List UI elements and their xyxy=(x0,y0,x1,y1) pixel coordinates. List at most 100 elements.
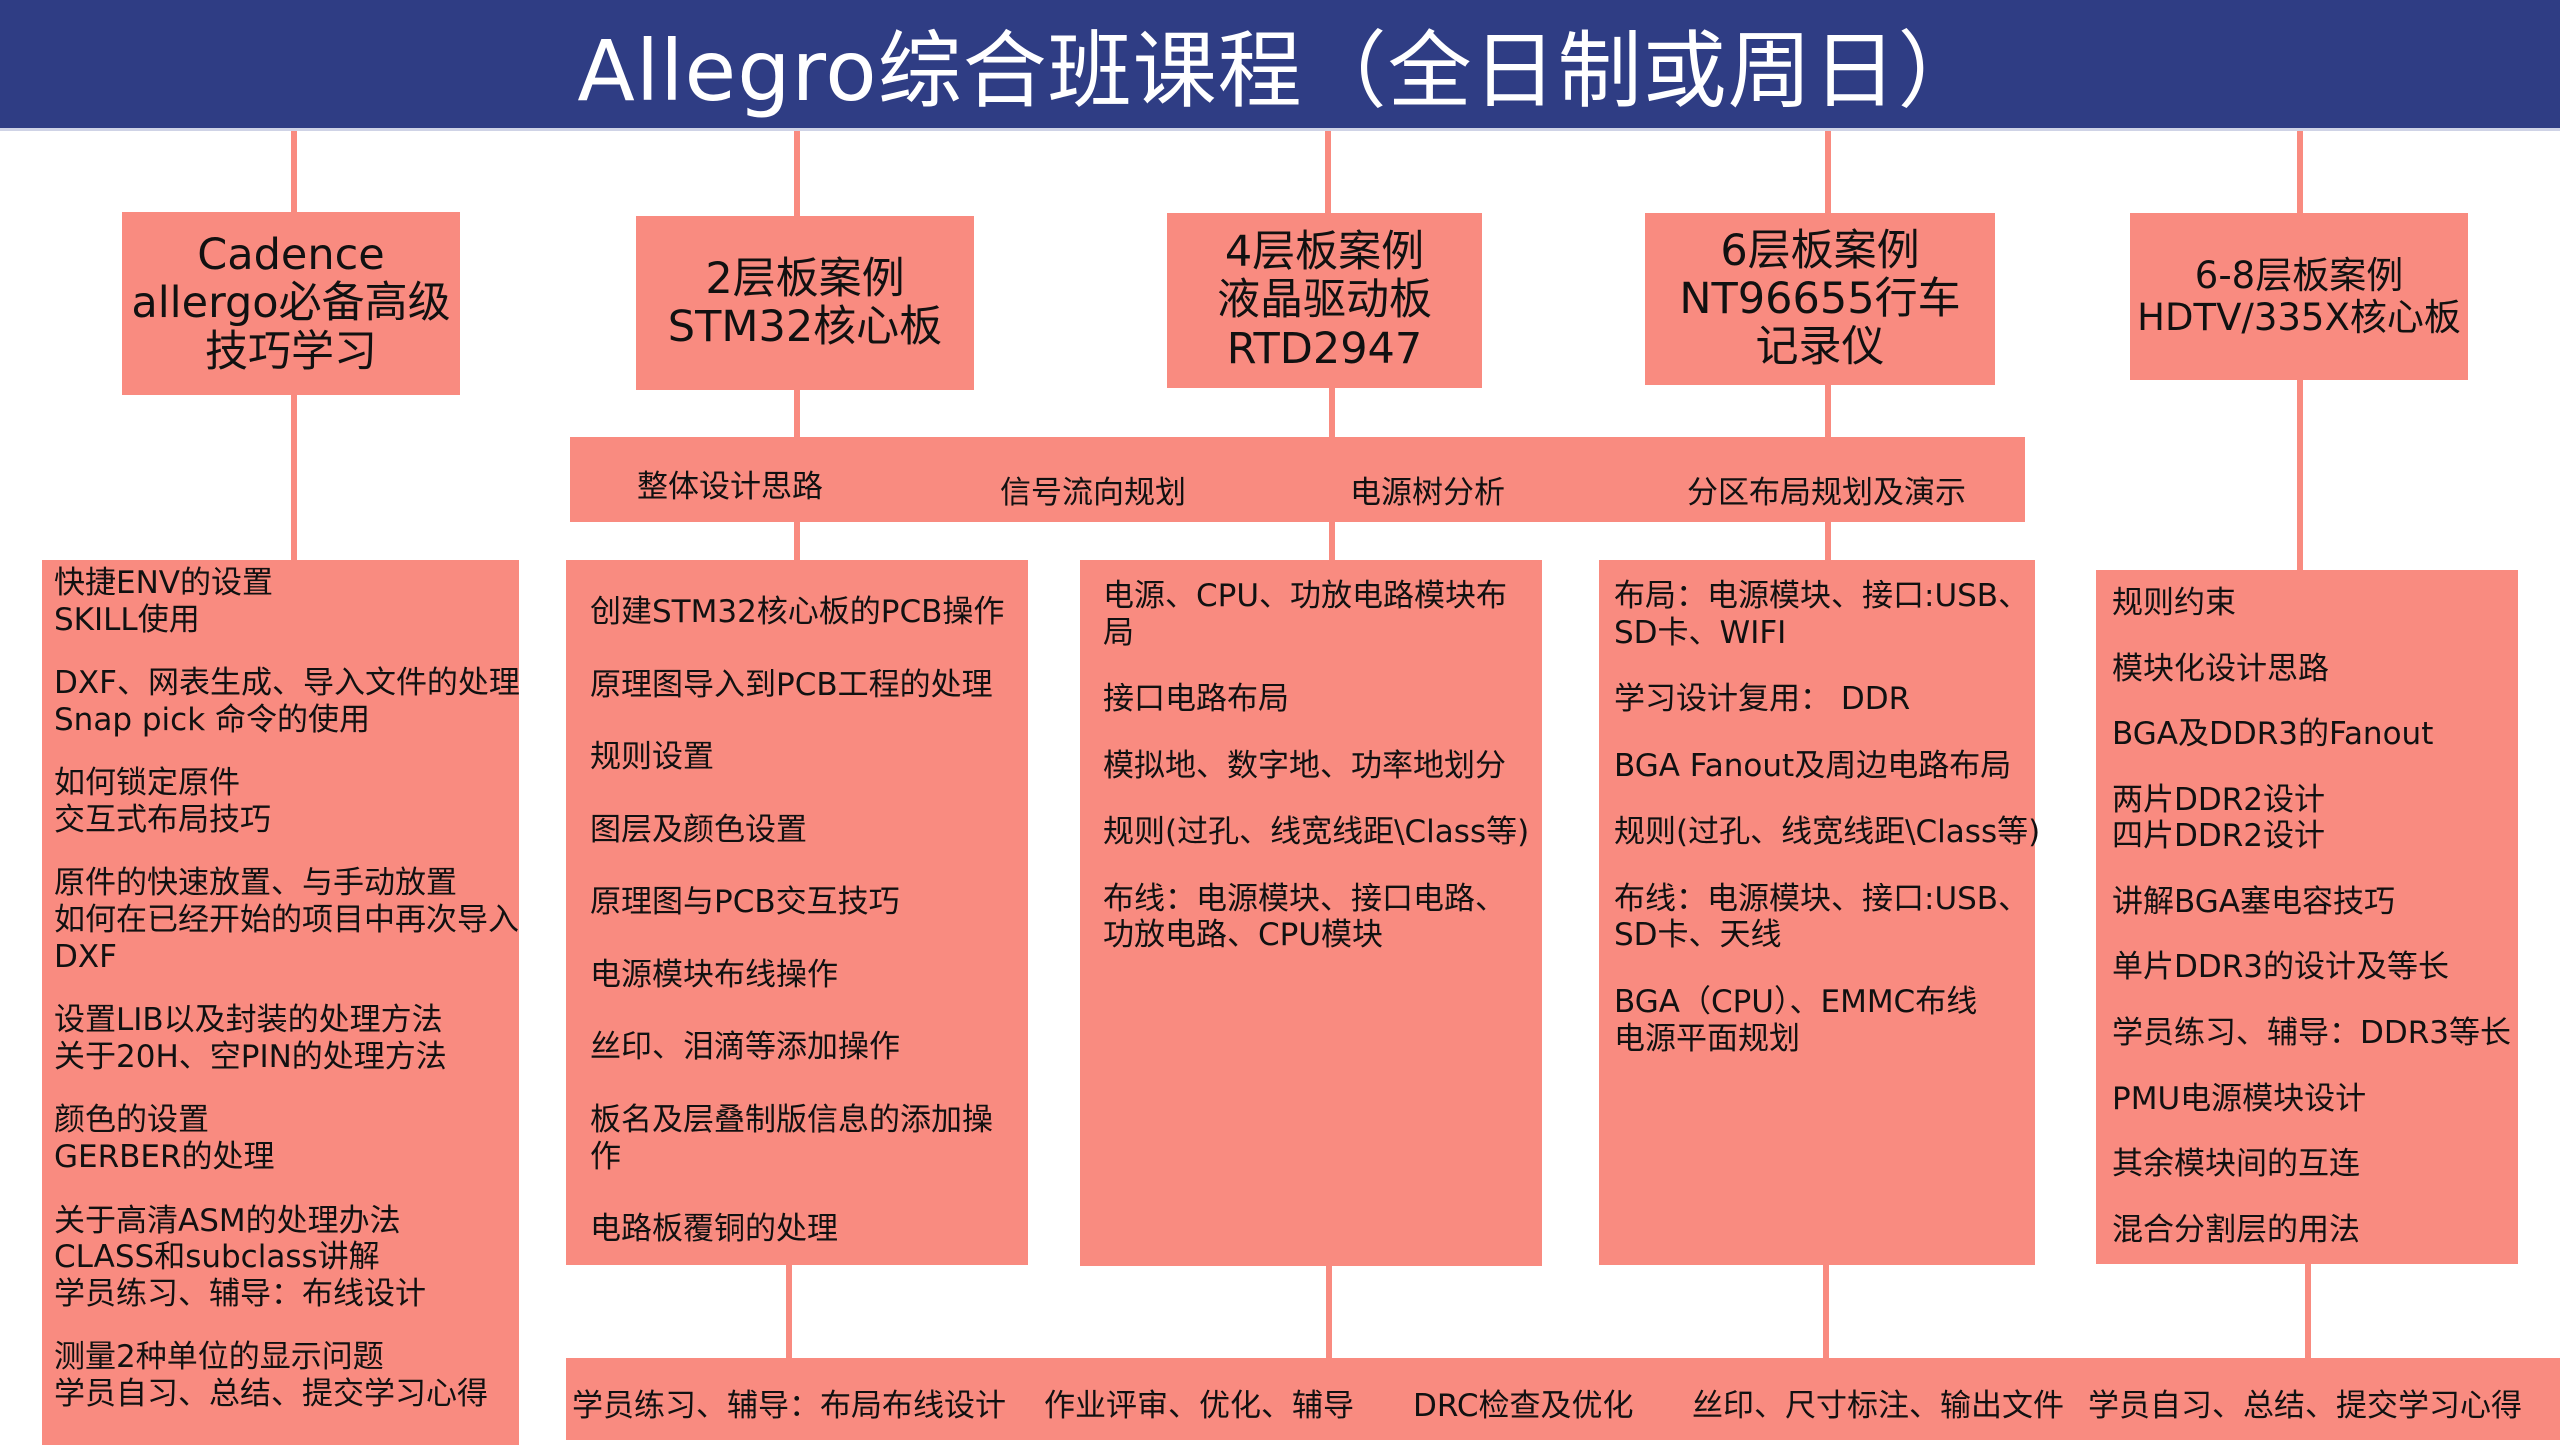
column-header-2-layer: 2层板案例 STM32核心板 xyxy=(636,216,974,390)
header-line: HDTV/335X核心板 xyxy=(2137,295,2461,339)
list-item: 单片DDR3的设计及等长 xyxy=(2112,949,2518,986)
list-item-line: 测量2种单位的显示问题 xyxy=(54,1339,384,1376)
list-item: 规则(过孔、线宽线距\Class等) xyxy=(1614,814,2041,851)
list-item: 测量2种单位的显示问题 学员自习、总结、提交学习心得 xyxy=(54,1339,519,1412)
list-item-line: BGA（CPU）、EMMC布线 xyxy=(1614,984,1978,1021)
connector xyxy=(2297,380,2303,570)
middle-strip-item: 信号流向规划 xyxy=(1000,475,1186,511)
list-item-line: PMU电源模块设计 xyxy=(2112,1080,2367,1117)
list-item: 规则(过孔、线宽线距\Class等) xyxy=(1103,814,1542,851)
list-item: 图层及颜色设置 xyxy=(590,812,1028,849)
bottom-strip: 学员练习、辅导：布局布线设计 作业评审、优化、辅导 DRC检查及优化 丝印、尺寸… xyxy=(566,1358,2560,1440)
connector xyxy=(786,1262,792,1359)
list-item-line: DXF xyxy=(54,938,117,975)
page-title: Allegro综合班课程（全日制或周日） xyxy=(577,21,1983,120)
list-item: BGA（CPU）、EMMC布线 电源平面规划 xyxy=(1614,984,2035,1057)
connector xyxy=(1823,1262,1829,1359)
list-item-line: 快捷ENV的设置 xyxy=(54,565,273,601)
bottom-strip-item: DRC检查及优化 xyxy=(1413,1388,1634,1424)
list-item-line: 接口电路布局 xyxy=(1103,681,1289,718)
list-item-line: 学员练习、辅导：布线设计 xyxy=(54,1275,426,1312)
list-item: 学员练习、辅导：DDR3等长 xyxy=(2112,1015,2518,1052)
list-item-line: 原理图与PCB交互技巧 xyxy=(590,884,900,921)
connector xyxy=(1329,388,1335,440)
list-item: 模拟地、数字地、功率地划分 xyxy=(1103,748,1542,785)
connector xyxy=(1329,520,1335,560)
list-item-line: 两片DDR2设计 xyxy=(2112,781,2326,818)
list-item-line: 板名及层叠制版信息的添加操 xyxy=(590,1102,993,1139)
connector xyxy=(794,390,800,440)
connector xyxy=(2305,1262,2311,1359)
column-header-cadence: Cadence allergo必备高级 技巧学习 xyxy=(122,212,460,395)
header-line: 6层板案例 xyxy=(1720,225,1920,276)
list-item-line: 单片DDR3的设计及等长 xyxy=(2112,949,2450,986)
list-item-line: 混合分割层的用法 xyxy=(2112,1211,2360,1248)
list-item-line: 电路板覆铜的处理 xyxy=(590,1211,838,1248)
list-item: 原理图导入到PCB工程的处理 xyxy=(590,667,1028,704)
list-item: 创建STM32核心板的PCB操作 xyxy=(590,594,1028,631)
list-item: 如何锁定原件 交互式布局技巧 xyxy=(54,765,519,838)
list-item: 关于高清ASM的处理办法 CLASS和subclass讲解 学员练习、辅导：布线… xyxy=(54,1203,519,1313)
column-list-2-layer: 创建STM32核心板的PCB操作 原理图导入到PCB工程的处理 规则设置 图层及… xyxy=(566,560,1028,1265)
list-item-line: BGA Fanout及周边电路布局 xyxy=(1614,747,2012,784)
middle-strip: 整体设计思路 信号流向规划 电源树分析 分区布局规划及演示 xyxy=(570,437,2025,522)
list-item-line: 创建STM32核心板的PCB操作 xyxy=(590,594,1005,630)
header-line: NT96655行车 xyxy=(1679,273,1961,324)
column-list-6-8-layer: 规则约束 模块化设计思路 BGA及DDR3的Fanout 两片DDR2设计 四片… xyxy=(2096,570,2518,1264)
list-item: 其余模块间的互连 xyxy=(2112,1146,2518,1183)
list-item-line: 规则约束 xyxy=(2112,585,2236,621)
list-item-line: 丝印、泪滴等添加操作 xyxy=(590,1029,900,1066)
list-item: 丝印、泪滴等添加操作 xyxy=(590,1029,1028,1066)
list-item-line: 如何在已经开始的项目中再次导入 xyxy=(54,902,519,939)
list-item-line: 图层及颜色设置 xyxy=(590,811,807,848)
middle-strip-item: 电源树分析 xyxy=(1350,475,1505,511)
connector xyxy=(1325,131,1331,213)
list-item: 混合分割层的用法 xyxy=(2112,1212,2518,1249)
list-item: BGA及DDR3的Fanout xyxy=(2112,716,2518,753)
column-header-4-layer: 4层板案例 液晶驱动板 RTD2947 xyxy=(1167,213,1482,388)
list-item-line: 规则(过孔、线宽线距\Class等) xyxy=(1614,814,2041,851)
list-item: 设置LIB以及封装的处理方法 关于20H、空PIN的处理方法 xyxy=(54,1002,519,1075)
list-item: 原件的快速放置、与手动放置 如何在已经开始的项目中再次导入 DXF xyxy=(54,865,519,975)
list-item-line: 功放电路、CPU模块 xyxy=(1103,917,1384,954)
list-item-line: SKILL使用 xyxy=(54,601,200,638)
header-line: STM32核心板 xyxy=(667,302,943,352)
list-item-line: 局 xyxy=(1103,614,1134,651)
list-item: 电路板覆铜的处理 xyxy=(590,1211,1028,1248)
list-item: 快捷ENV的设置 SKILL使用 xyxy=(54,565,519,638)
list-item: 学习设计复用： DDR xyxy=(1614,681,2035,718)
list-item-line: 设置LIB以及封装的处理方法 xyxy=(54,1002,443,1039)
list-item: 电源、CPU、功放电路模块布 局 xyxy=(1103,578,1542,651)
list-item: PMU电源模块设计 xyxy=(2112,1081,2518,1118)
list-item-line: 交互式布局技巧 xyxy=(54,801,271,838)
title-bar: Allegro综合班课程（全日制或周日） xyxy=(0,0,2560,131)
bottom-strip-item: 作业评审、优化、辅导 xyxy=(1044,1388,1354,1424)
list-item-line: 布线：电源模块、接口电路、 xyxy=(1103,880,1506,917)
list-item: 接口电路布局 xyxy=(1103,681,1542,718)
column-list-6-layer: 布局：电源模块、接口:USB、 SD卡、WIFI 学习设计复用： DDR BGA… xyxy=(1599,560,2041,1265)
list-item-line: 电源模块布线操作 xyxy=(590,956,838,993)
list-item: 板名及层叠制版信息的添加操 作 xyxy=(590,1102,1028,1175)
list-item-line: 规则(过孔、线宽线距\Class等) xyxy=(1103,814,1530,851)
connector xyxy=(1825,385,1831,440)
list-item-line: 规则设置 xyxy=(590,739,714,776)
middle-strip-item: 整体设计思路 xyxy=(637,469,823,505)
column-list-cadence: 快捷ENV的设置 SKILL使用 DXF、网表生成、导入文件的处理 Snap p… xyxy=(42,560,520,1445)
list-item: 模块化设计思路 xyxy=(2112,651,2518,688)
middle-strip-item: 分区布局规划及演示 xyxy=(1687,475,1966,511)
header-line: 4层板案例 xyxy=(1224,227,1425,278)
list-item-line: 电源、CPU、功放电路模块布 xyxy=(1103,578,1508,614)
connector xyxy=(2297,131,2303,213)
list-item: 布局：电源模块、接口:USB、 SD卡、WIFI xyxy=(1614,578,2035,651)
list-item-line: 模块化设计思路 xyxy=(2112,650,2329,687)
list-item-line: 模拟地、数字地、功率地划分 xyxy=(1103,747,1506,784)
list-item-line: SD卡、天线 xyxy=(1614,917,1782,954)
list-item-line: SD卡、WIFI xyxy=(1614,614,1787,651)
column-list-4-layer: 电源、CPU、功放电路模块布 局 接口电路布局 模拟地、数字地、功率地划分 规则… xyxy=(1080,560,1542,1266)
list-item-line: 四片DDR2设计 xyxy=(2112,818,2326,855)
connector xyxy=(794,131,800,216)
header-line: allergo必备高级 xyxy=(131,278,451,329)
list-item-line: CLASS和subclass讲解 xyxy=(54,1239,380,1276)
header-line: 技巧学习 xyxy=(205,326,377,377)
list-item: 原理图与PCB交互技巧 xyxy=(590,884,1028,921)
